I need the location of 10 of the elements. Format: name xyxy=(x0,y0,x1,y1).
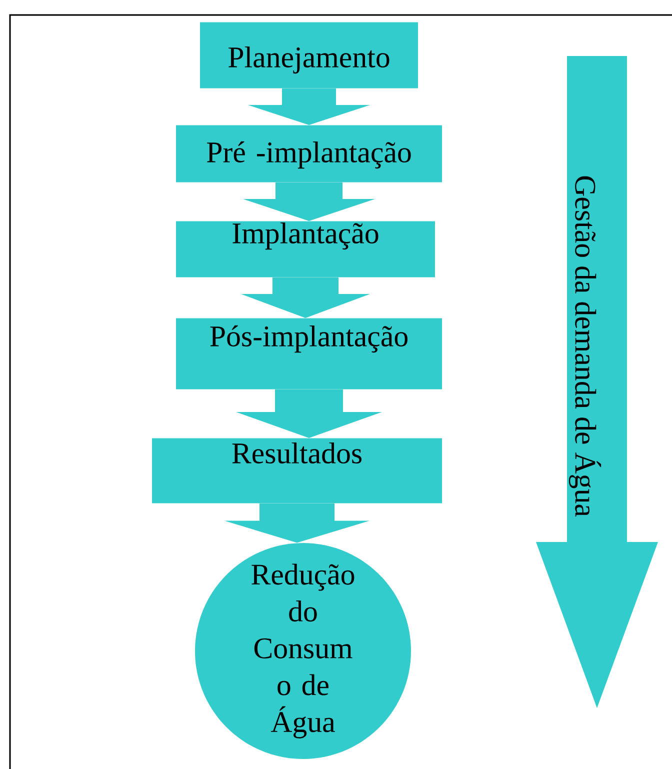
process-box: Pós-implantação xyxy=(176,318,442,390)
process-box: Resultados xyxy=(152,438,442,504)
block-arrow xyxy=(248,88,370,125)
block-arrow xyxy=(224,503,370,543)
process-box: Pré -implantação xyxy=(176,125,442,182)
block-arrow xyxy=(243,182,375,221)
block-arrow xyxy=(236,389,382,438)
block-arrow xyxy=(241,277,370,318)
process-box: Planejamento xyxy=(200,22,418,88)
process-box: Implantação xyxy=(176,221,435,278)
